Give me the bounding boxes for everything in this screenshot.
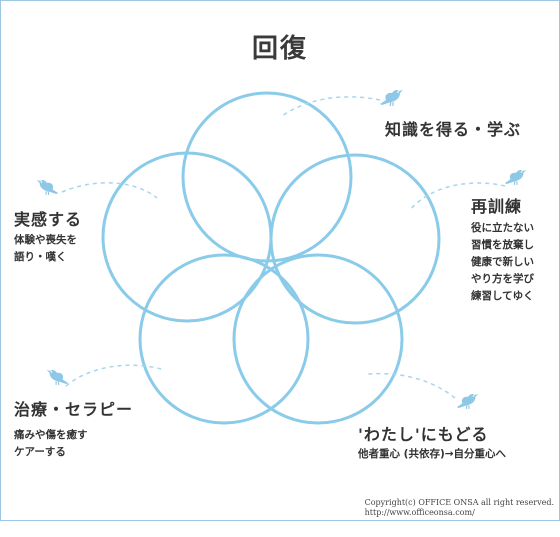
bird-icon-right bbox=[504, 169, 527, 186]
desc-retrain: 役に立たない 習慣を放棄し 健康で新しい やり方を学び 練習してゆく bbox=[471, 220, 534, 305]
heading-return: 'わたし'にもどる bbox=[358, 425, 489, 444]
copyright-url: http://www.officeonsa.com/ bbox=[364, 508, 475, 517]
desc-feel: 体験や喪失を 語り・嘆く bbox=[14, 232, 77, 266]
copyright-line: Copyright(c) OFFICE ONSA all right reser… bbox=[364, 498, 554, 507]
dash-arc-left bbox=[61, 182, 158, 199]
dash-arc-right bbox=[409, 182, 506, 211]
desc-return: 他者重心 (共依存)→自分重心へ bbox=[358, 446, 506, 463]
desc-retrain-line: 習慣を放棄し bbox=[471, 239, 534, 251]
circle-bottom-left bbox=[138, 253, 310, 425]
dash-arcs bbox=[61, 96, 506, 399]
dash-arc-bottom-right bbox=[367, 372, 456, 399]
dash-arc-bottom-left bbox=[65, 364, 166, 387]
circle-left bbox=[101, 151, 273, 323]
desc-retrain-line: やり方を学び bbox=[471, 273, 534, 285]
desc-therapy-line: 痛みや傷を癒す bbox=[14, 429, 88, 441]
circles-group bbox=[101, 91, 441, 425]
desc-return-line: 他者重心 (共依存)→自分重心へ bbox=[358, 448, 507, 460]
desc-retrain-line: 練習してゆく bbox=[471, 290, 534, 302]
desc-feel-line: 語り・嘆く bbox=[14, 251, 67, 263]
desc-retrain-line: 健康で新しい bbox=[471, 256, 534, 268]
desc-therapy: 痛みや傷を癒す ケアーする bbox=[14, 427, 88, 461]
heading-feel: 実感する bbox=[14, 210, 83, 229]
desc-therapy-line: ケアーする bbox=[14, 446, 66, 458]
circle-bottom-right bbox=[232, 253, 404, 425]
copyright-notice: Copyright(c) OFFICE ONSA all right reser… bbox=[365, 498, 554, 518]
bird-icon-left bbox=[36, 179, 59, 196]
circle-top bbox=[181, 91, 353, 263]
bird-icon-bottom-right bbox=[456, 393, 479, 410]
heading-learn: 知識を得る・学ぶ bbox=[385, 120, 522, 139]
heading-retrain: 再訓練 bbox=[471, 197, 523, 216]
desc-feel-line: 体験や喪失を bbox=[14, 234, 77, 246]
desc-retrain-line: 役に立たない bbox=[471, 222, 534, 234]
page-title: 回復 bbox=[251, 34, 308, 64]
heading-therapy: 治療・セラピー bbox=[14, 400, 134, 419]
bird-icon-bottom-left bbox=[46, 369, 69, 386]
bird-icon-top bbox=[379, 89, 404, 107]
